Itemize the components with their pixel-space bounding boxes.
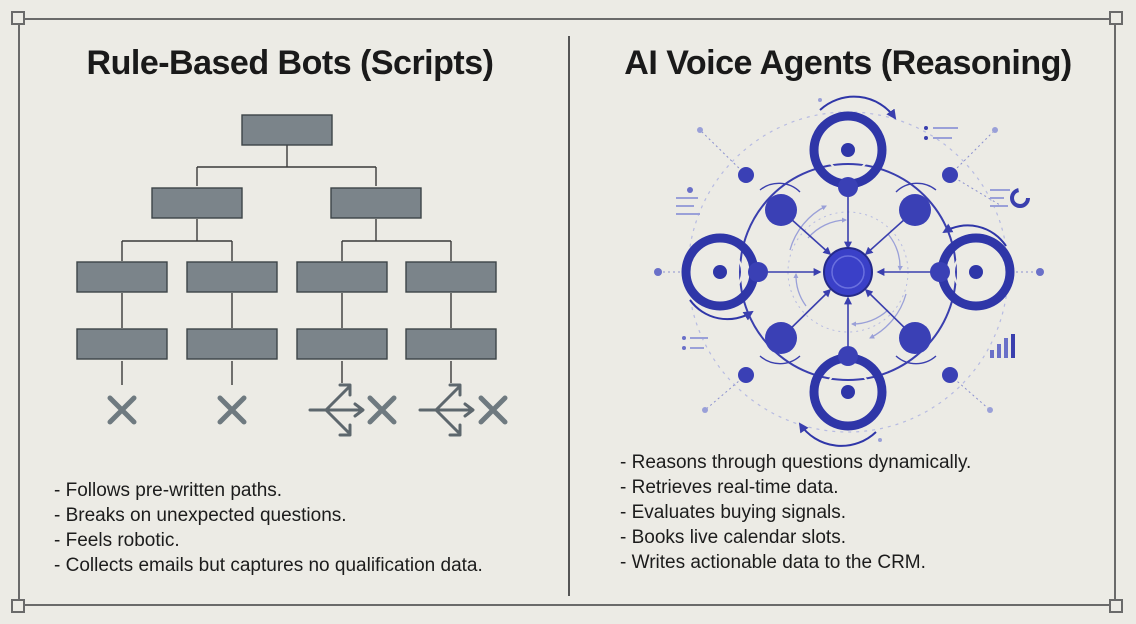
x-icon — [217, 395, 247, 425]
agent-node-left — [681, 233, 768, 321]
outer-frame — [18, 18, 1116, 606]
bullet-item: - Books live calendar slots. — [620, 527, 846, 548]
tree-node-level2-left — [151, 187, 243, 219]
diagonal-nodes — [738, 167, 958, 383]
peripheral-dots — [654, 98, 1044, 442]
x-icon — [367, 395, 397, 425]
bullet-item: - Evaluates buying signals. — [620, 502, 847, 523]
agent-node-top — [809, 95, 897, 197]
tree-node-level3 — [296, 261, 388, 293]
frame-corner-top-right — [1109, 11, 1123, 25]
list-glyph-icon — [990, 189, 1010, 207]
frame-corner-bottom-right — [1109, 599, 1123, 613]
left-panel-title: Rule-Based Bots (Scripts) — [86, 44, 494, 82]
bar-chart-icon — [990, 334, 1015, 358]
tree-node-root — [241, 114, 333, 146]
left-panel-bullets: - Follows pre-written paths. - Breaks on… — [54, 478, 483, 578]
frame-corner-bottom-left — [11, 599, 25, 613]
list-glyph-icon — [676, 187, 700, 215]
inner-swirl-arrows — [789, 205, 907, 339]
tree-node-level4 — [405, 328, 497, 360]
tree-node-level2-right — [330, 187, 422, 219]
bullet-item: - Collects emails but captures no qualif… — [54, 555, 483, 576]
tree-node-level4 — [296, 328, 388, 360]
frame-corner-top-left — [11, 11, 25, 25]
bullet-item: - Feels robotic. — [54, 530, 180, 551]
bullet-item: - Breaks on unexpected questions. — [54, 505, 347, 526]
donut-chart-icon — [1010, 188, 1030, 208]
central-hub-node — [823, 247, 873, 297]
tree-connectors — [121, 145, 452, 385]
list-glyph-icon — [924, 126, 958, 140]
agent-node-right — [930, 223, 1015, 311]
bullet-item: - Writes actionable data to the CRM. — [620, 552, 926, 573]
branch-arrows-icon — [418, 383, 475, 437]
branch-arrows-icon — [308, 383, 365, 437]
tree-node-level3 — [405, 261, 497, 293]
tree-node-level4 — [186, 328, 278, 360]
agent-node-bottom — [798, 346, 887, 447]
right-panel-title: AI Voice Agents (Reasoning) — [624, 44, 1072, 82]
main-network-ring — [739, 163, 957, 381]
agent-network-diagram — [654, 95, 1044, 447]
bullet-item: - Follows pre-written paths. — [54, 480, 283, 501]
diagonal-node-loops — [759, 182, 937, 365]
bullet-item: - Retrieves real-time data. — [620, 477, 839, 498]
list-glyph-icon — [682, 336, 708, 350]
tree-node-level4 — [76, 328, 168, 360]
tree-node-level3 — [76, 261, 168, 293]
x-icon — [107, 395, 137, 425]
decision-tree-diagram — [76, 114, 508, 437]
x-icon — [478, 395, 508, 425]
tree-node-level3 — [186, 261, 278, 293]
panel-divider — [568, 36, 570, 596]
right-panel-bullets: - Reasons through questions dynamically.… — [620, 450, 971, 575]
bullet-item: - Reasons through questions dynamically. — [620, 452, 972, 473]
